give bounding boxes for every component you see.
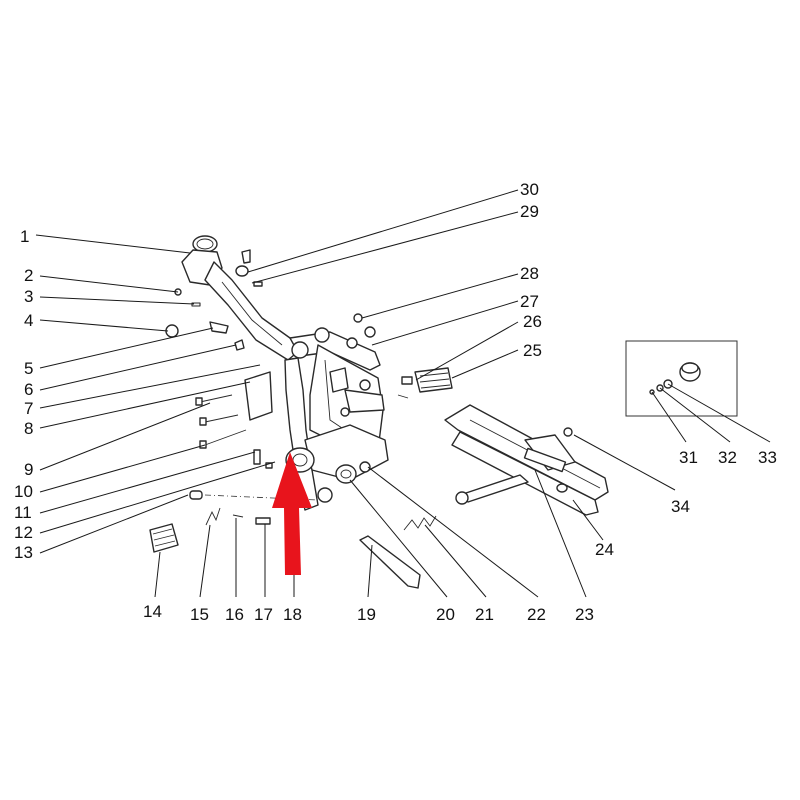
callout-26: 26 [523,312,542,331]
callout-8: 8 [24,419,33,438]
callout-24: 24 [595,540,614,559]
callout-labels: 1 2 3 4 5 6 7 8 9 10 11 12 13 14 15 16 1… [14,180,777,624]
callout-22: 22 [527,605,546,624]
callout-18: 18 [283,605,302,624]
callout-3: 3 [24,287,33,306]
callout-5: 5 [24,359,33,378]
callout-10: 10 [14,482,33,501]
callout-30: 30 [520,180,539,199]
callout-31: 31 [679,448,698,467]
callout-33: 33 [758,448,777,467]
callout-9: 9 [24,460,33,479]
callout-6: 6 [24,380,33,399]
callout-29: 29 [520,202,539,221]
callout-27: 27 [520,292,539,311]
callout-7: 7 [24,399,33,418]
inset-detail [625,340,738,417]
callout-17: 17 [254,605,273,624]
callout-21: 21 [475,605,494,624]
callout-4: 4 [24,311,33,330]
callout-28: 28 [520,264,539,283]
red-arrow-indicator [272,452,312,575]
callout-14: 14 [143,602,162,621]
callout-16: 16 [225,605,244,624]
callout-32: 32 [718,448,737,467]
left-footpeg [149,523,179,553]
leader-lines [35,189,771,598]
callout-2: 2 [24,266,33,285]
swing-arm [444,404,609,516]
callout-11: 11 [14,503,32,522]
callout-34: 34 [671,497,690,516]
callout-12: 12 [14,523,33,542]
callout-13: 13 [14,543,33,562]
main-frame [181,235,389,511]
callout-15: 15 [190,605,209,624]
callout-1: 1 [20,227,29,246]
callout-19: 19 [357,605,376,624]
callout-25: 25 [523,341,542,360]
callout-23: 23 [575,605,594,624]
callout-20: 20 [436,605,455,624]
hardware-parts [165,249,453,589]
